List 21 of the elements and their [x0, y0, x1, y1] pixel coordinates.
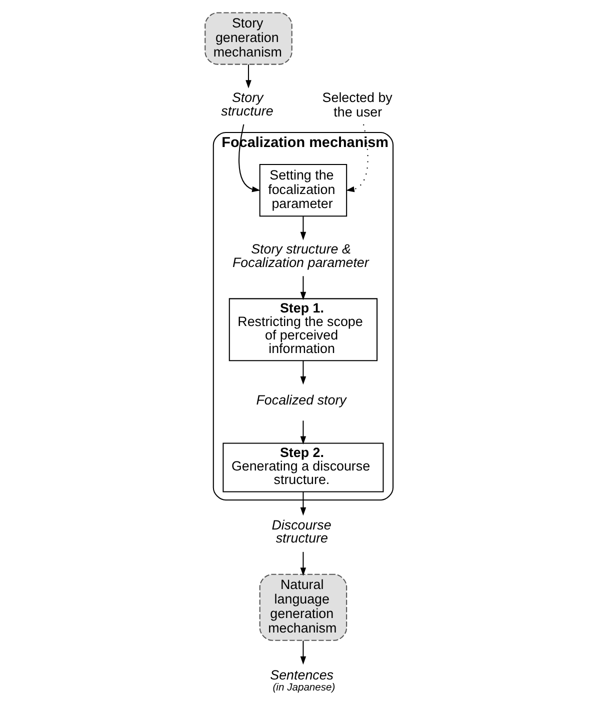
node-box: Step 2. Generating a discourse structure. [222, 442, 384, 492]
arrow [346, 124, 368, 192]
arrow [246, 64, 252, 88]
node-box: Natural language generation mechanism [259, 574, 348, 641]
node-text: Story structure [221, 90, 274, 118]
node-text: Selected by the user [322, 90, 392, 120]
arrow [300, 360, 306, 385]
node-box: Story generation mechanism [204, 12, 292, 65]
arrow [300, 492, 306, 516]
arrow [300, 276, 306, 300]
node-box: Step 1. Restricting the scope of perceived information [228, 298, 378, 362]
node-box: Setting the focalization parameter [259, 164, 348, 217]
node-text: Sentences (in Japanese) [270, 668, 336, 694]
arrow [300, 216, 306, 240]
node-text: Discourse structure [272, 517, 332, 546]
node-text: Focalized story [256, 392, 346, 408]
node-text: Story structure & Focalization parameter [232, 242, 369, 270]
arrow [300, 640, 306, 665]
arrow [300, 420, 306, 444]
arrow [238, 124, 260, 192]
arrow [300, 552, 306, 576]
